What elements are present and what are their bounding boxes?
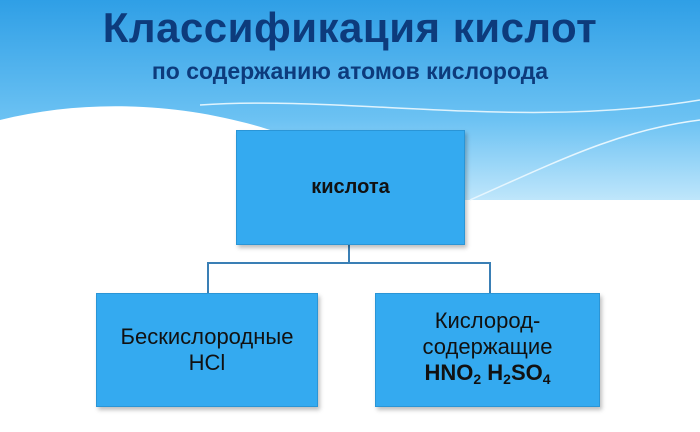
oxygen-free-box: Бескислородные HCl — [96, 293, 318, 407]
acid-root-box: кислота — [236, 130, 465, 245]
oxygen-containing-label-1: Кислород- — [434, 308, 541, 333]
slide-title: Классификация кислот — [102, 4, 598, 51]
connector-horizontal — [207, 262, 491, 264]
oxygen-containing-examples: HNO2 H2SO4 — [424, 360, 551, 387]
oxygen-containing-box: Кислород- содержащие HNO2 H2SO4 — [375, 293, 600, 407]
oxygen-free-example: HCl — [188, 350, 226, 375]
root-label: кислота — [311, 176, 390, 198]
connector-root — [348, 243, 350, 263]
slide-subtitle: по содержанию атомов кислорода — [151, 58, 549, 84]
oxygen-containing-label-2: содержащие — [422, 334, 553, 359]
connector-left — [207, 262, 209, 293]
oxygen-free-label: Бескислородные — [120, 324, 294, 349]
connector-right — [489, 262, 491, 293]
